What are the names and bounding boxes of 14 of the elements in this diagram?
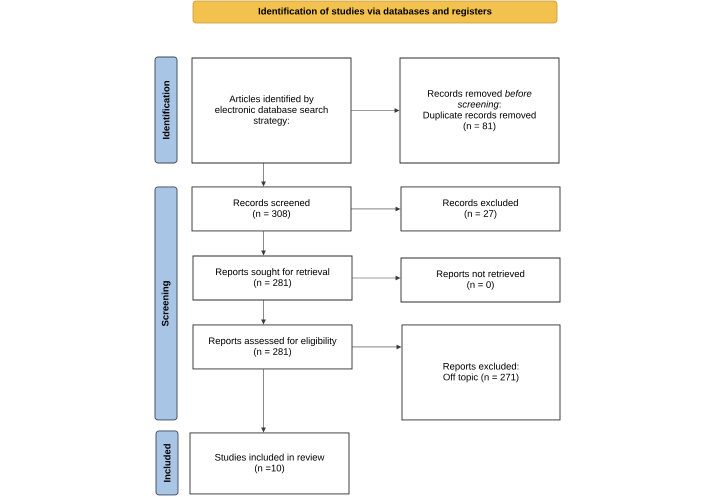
process-box: Reports assessed for eligibility (n = 281) <box>192 324 352 370</box>
process-box: Records screened (n = 308) <box>192 186 352 232</box>
stage-band: Identification <box>154 56 178 164</box>
process-box: Records excluded (n = 27) <box>400 186 560 232</box>
process-box: Reports excluded: Off topic (n = 271) <box>402 324 560 420</box>
process-box: Reports not retrieved (n = 0) <box>400 258 560 302</box>
process-box: Articles identified by electronic database search strategy: <box>192 58 352 164</box>
process-box: Records removed before screening: Duplicate records removed (n = 81) <box>400 58 560 164</box>
process-box: Reports sought for retrieval (n = 281) <box>192 256 352 300</box>
stage-band: Screening <box>154 186 178 420</box>
stage-band: Included <box>156 430 178 496</box>
arrow <box>261 369 266 432</box>
header-bar: Identification of studies via databases and registers <box>192 0 558 24</box>
process-box: Studies included in review (n =10) <box>190 432 350 494</box>
